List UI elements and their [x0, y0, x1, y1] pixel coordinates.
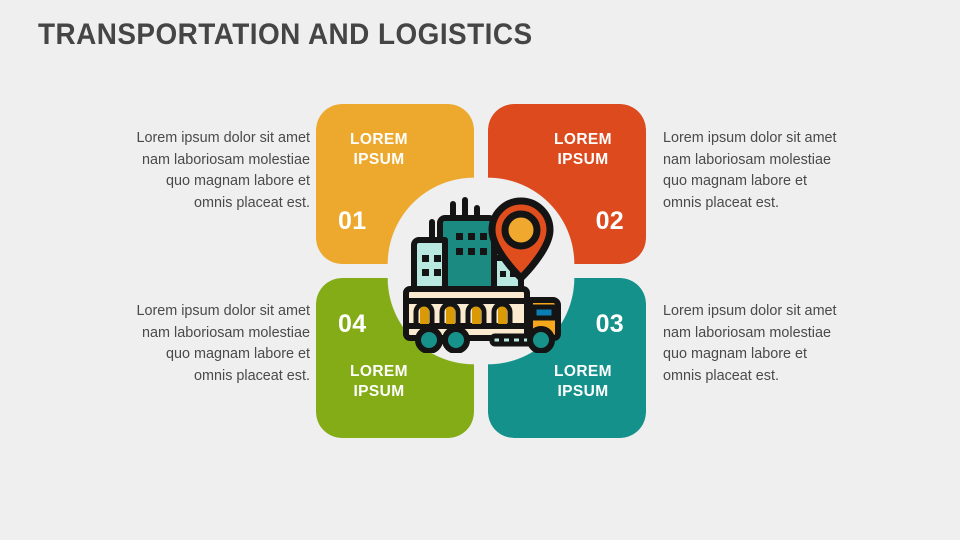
- map-pin-icon: [488, 197, 554, 282]
- building-left-mint: [411, 237, 448, 292]
- petal-segment-01[interactable]: LOREM IPSUM 01: [316, 104, 474, 264]
- page-title: TRANSPORTATION AND LOGISTICS: [38, 18, 533, 51]
- petal-number-01: 01: [338, 207, 367, 235]
- cargo-bar-4: [498, 305, 507, 324]
- chassis-hitch: [489, 333, 535, 347]
- cargo-bar-2: [446, 305, 455, 324]
- cargo-bars: [420, 305, 507, 324]
- cargo-bar-1: [420, 305, 429, 324]
- petal-number-02: 02: [595, 207, 624, 235]
- petal-label-04: LOREM IPSUM: [350, 363, 408, 400]
- pinwheel-diagram: LOREM IPSUM 01 LOREM IPSUM 02 LOREM IPSU…: [316, 104, 646, 438]
- description-text-01: Lorem ipsum dolor sit amet nam laboriosa…: [136, 130, 310, 211]
- center-icon-svg: [403, 197, 561, 354]
- building-windows-teal: [456, 233, 487, 255]
- logistics-truck-city-location-icon: [399, 188, 564, 354]
- cab-window: [531, 304, 557, 321]
- petal-label-01: LOREM IPSUM: [350, 131, 408, 168]
- cargo-bar-3: [472, 305, 481, 324]
- description-text-03: Lorem ipsum dolor sit amet nam laboriosa…: [663, 303, 837, 384]
- description-text-02: Lorem ipsum dolor sit amet nam laboriosa…: [663, 130, 837, 211]
- petal-label-02: LOREM IPSUM: [554, 131, 612, 168]
- trailer-arches: [413, 301, 513, 328]
- petal-number-03: 03: [595, 310, 624, 338]
- petal-label-03: LOREM IPSUM: [554, 363, 612, 400]
- description-text-04: Lorem ipsum dolor sit amet nam laboriosa…: [136, 303, 310, 384]
- petal-number-04: 04: [338, 310, 367, 338]
- wheels: [415, 326, 555, 354]
- building-windows-left: [422, 255, 441, 276]
